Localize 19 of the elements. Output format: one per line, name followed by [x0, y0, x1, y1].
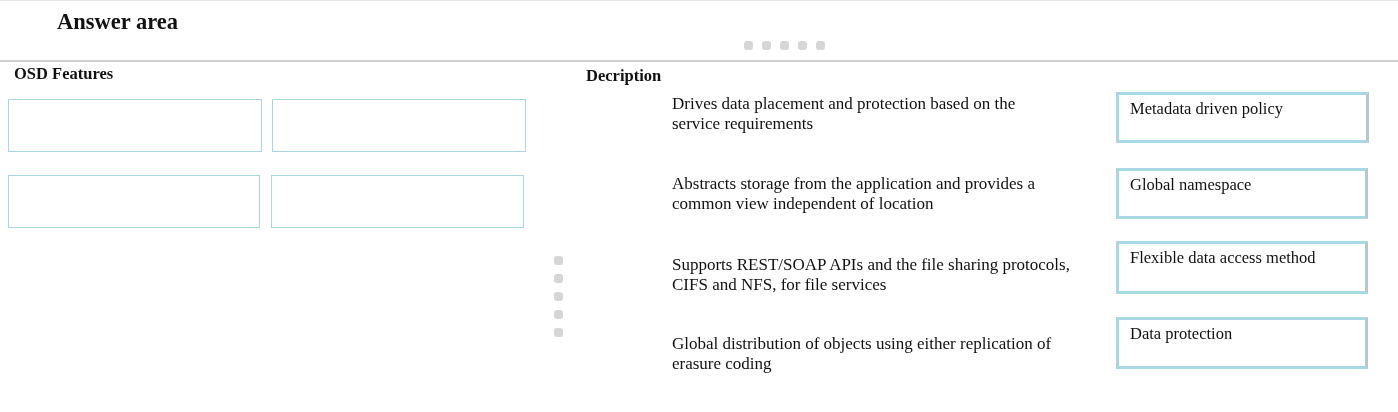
description-text: Drives data placement and protection based on the service requirements	[672, 94, 1017, 134]
option-text: Global namespace	[1130, 175, 1252, 195]
column-heading: Decription	[586, 66, 662, 86]
title: Answer area	[57, 9, 179, 35]
answer-box	[271, 175, 524, 228]
drag-option-tile	[1116, 168, 1368, 219]
option-text: Data protection	[1130, 324, 1233, 344]
description-text: Global distribution of objects using either replication of erasure coding	[672, 334, 1053, 374]
answer-box	[272, 99, 526, 152]
option-text: Metadata driven policy	[1130, 99, 1284, 119]
answer-box	[8, 99, 262, 152]
drag-option-tile	[1116, 317, 1368, 369]
drag-option-tile	[1116, 241, 1368, 294]
answer-box	[8, 175, 260, 228]
description-text: Abstracts storage from the application and provides a common view independent of location	[672, 174, 1037, 214]
drag-option-tile	[1116, 92, 1369, 143]
description-text: Supports REST/SOAP APIs and the file sharing protocols, CIFS and NFS, for file services	[672, 255, 1071, 295]
option-text: Flexible data access method	[1130, 248, 1316, 268]
column-heading: OSD Features	[14, 64, 114, 84]
